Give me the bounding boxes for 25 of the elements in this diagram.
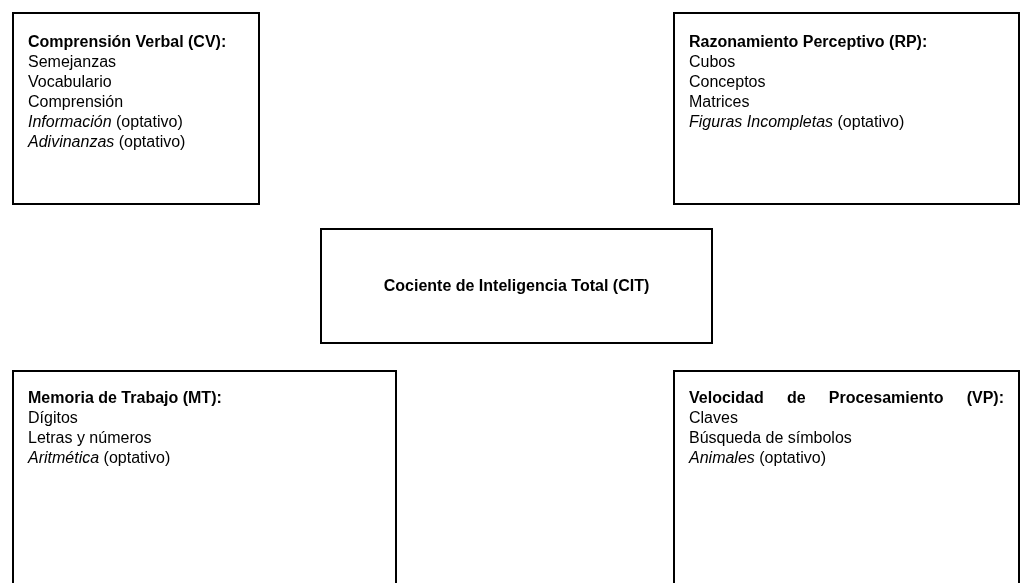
subtest-item: Animales (optativo): [689, 448, 827, 468]
subtest-item: Conceptos: [689, 72, 767, 92]
category-box: [12, 370, 397, 583]
box-heading: Velocidad de Procesamiento (VP):: [689, 388, 1004, 408]
box-heading: Cociente de Inteligencia Total (CIT): [383, 276, 650, 296]
box-heading: Razonamiento Perceptivo (RP):: [689, 32, 929, 52]
subtest-item: Comprensión: [28, 92, 125, 112]
subtest-item: Claves: [689, 408, 739, 428]
subtest-item: Letras y números: [28, 428, 153, 448]
category-box: [673, 370, 1020, 583]
subtest-item: Figuras Incompletas (optativo): [689, 112, 906, 132]
subtest-item: Cubos: [689, 52, 737, 72]
subtest-item: Dígitos: [28, 408, 79, 428]
box-heading: Comprensión Verbal (CV):: [28, 32, 228, 52]
subtest-item: Matrices: [689, 92, 751, 112]
subtest-item: Búsqueda de símbolos: [689, 428, 853, 448]
category-box: [673, 12, 1020, 205]
subtest-item: Aritmética (optativo): [28, 448, 172, 468]
subtest-item: Vocabulario: [28, 72, 113, 92]
center-box: [320, 228, 713, 344]
subtest-item: Información (optativo): [28, 112, 184, 132]
subtest-item: Adivinanzas (optativo): [28, 132, 187, 152]
subtest-item: Semejanzas: [28, 52, 118, 72]
category-box: [12, 12, 260, 205]
box-heading: Memoria de Trabajo (MT):: [28, 388, 223, 408]
